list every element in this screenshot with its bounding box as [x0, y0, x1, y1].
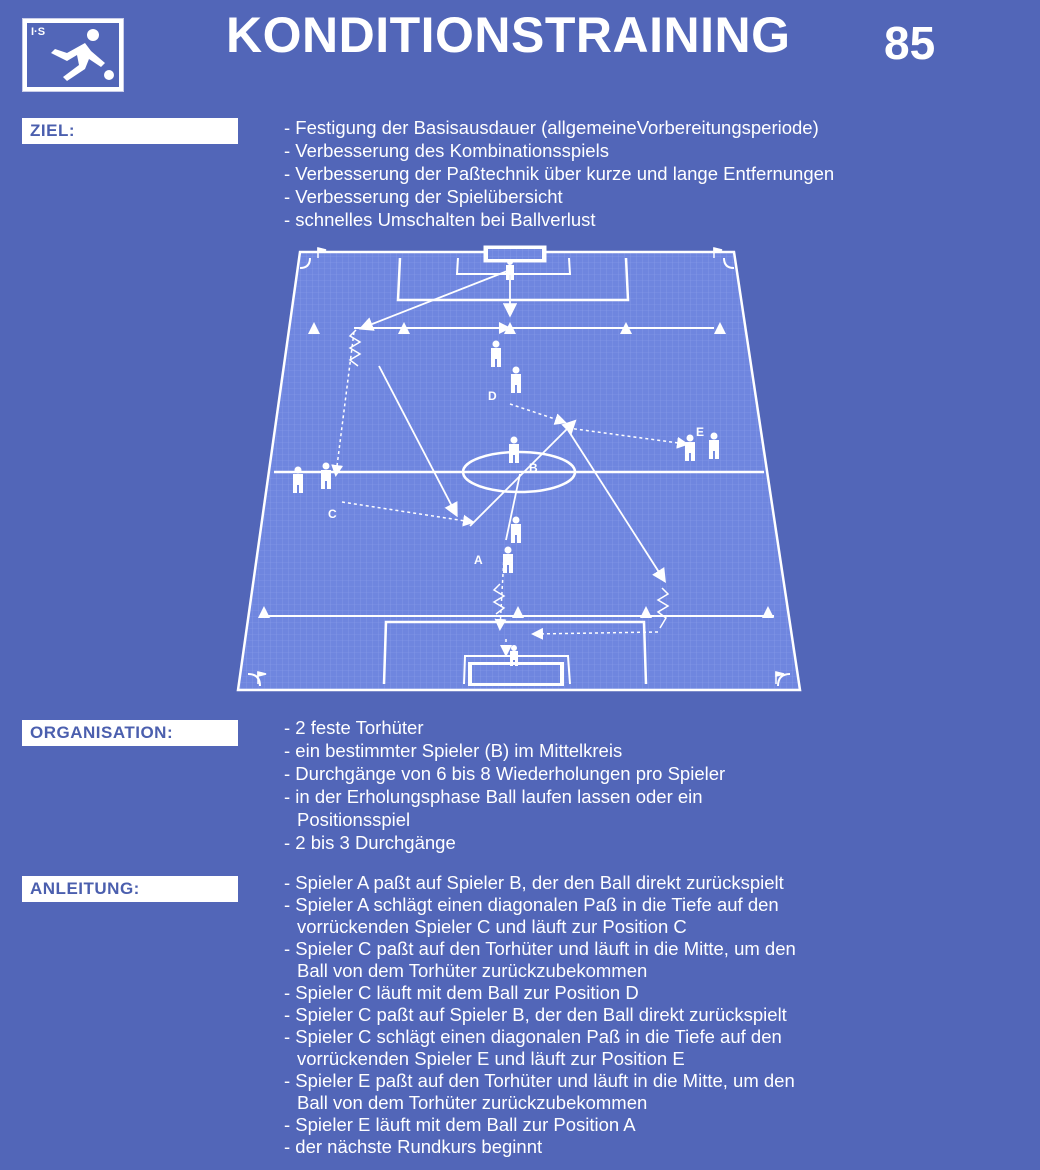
- logo-runner-icon: I·S: [22, 18, 124, 92]
- list-item: - 2 bis 3 Durchgänge: [284, 832, 456, 853]
- anleitung-label: ANLEITUNG:: [22, 876, 238, 902]
- anleitung-list: - Spieler A paßt auf Spieler B, der den …: [284, 872, 796, 1158]
- list-item: Ball von dem Torhüter zurückzubekommen: [297, 960, 648, 981]
- list-item: - Spieler C schlägt einen diagonalen Paß…: [284, 1026, 782, 1047]
- list-item: - Durchgänge von 6 bis 8 Wiederholungen …: [284, 763, 726, 784]
- list-item: Positionsspiel: [297, 809, 411, 830]
- list-item: - in der Erholungsphase Ball laufen lass…: [284, 786, 703, 807]
- list-item: - Spieler A paßt auf Spieler B, der den …: [284, 872, 784, 893]
- svg-text:I·S: I·S: [31, 26, 45, 38]
- player-label-a: A: [474, 553, 483, 567]
- list-item: - Spieler E läuft mit dem Ball zur Posit…: [284, 1114, 636, 1135]
- player-label-b: B: [529, 461, 538, 475]
- list-item: - der nächste Rundkurs beginnt: [284, 1136, 543, 1157]
- training-field-diagram: A B C D E: [234, 244, 804, 696]
- list-item: - Spieler C paßt auf Spieler B, der den …: [284, 1004, 787, 1025]
- ziel-list: - Festigung der Basisausdauer (allgemein…: [284, 116, 834, 231]
- list-item: vorrückenden Spieler C und läuft zur Pos…: [297, 916, 687, 937]
- page-number: 85: [884, 17, 936, 69]
- list-item: Ball von dem Torhüter zurückzubekommen: [297, 1092, 648, 1113]
- list-item: - Verbesserung der Spielübersicht: [284, 186, 563, 207]
- list-item: vorrückenden Spieler E und läuft zur Pos…: [297, 1048, 685, 1069]
- ziel-label: ZIEL:: [22, 118, 238, 144]
- page-title: KONDITIONSTRAINING: [226, 7, 791, 63]
- player-label-d: D: [488, 389, 497, 403]
- player-label-e: E: [696, 425, 704, 439]
- list-item: - Verbesserung der Paßtechnik über kurze…: [284, 163, 835, 184]
- list-item: - Festigung der Basisausdauer (allgemein…: [284, 117, 819, 138]
- organisation-label: ORGANISATION:: [22, 720, 238, 746]
- list-item: - Verbesserung des Kombinationsspiels: [284, 140, 609, 161]
- list-item: - ein bestimmter Spieler (B) im Mittelkr…: [284, 740, 623, 761]
- list-item: - Spieler C läuft mit dem Ball zur Posit…: [284, 982, 639, 1003]
- list-item: - Spieler A schlägt einen diagonalen Paß…: [284, 894, 779, 915]
- organisation-list: - 2 feste Torhüter - ein bestimmter Spie…: [284, 716, 725, 854]
- list-item: - schnelles Umschalten bei Ballverlust: [284, 209, 596, 230]
- list-item: - Spieler E paßt auf den Torhüter und lä…: [284, 1070, 795, 1091]
- list-item: - 2 feste Torhüter: [284, 717, 424, 738]
- player-label-c: C: [328, 507, 337, 521]
- list-item: - Spieler C paßt auf den Torhüter und lä…: [284, 938, 796, 959]
